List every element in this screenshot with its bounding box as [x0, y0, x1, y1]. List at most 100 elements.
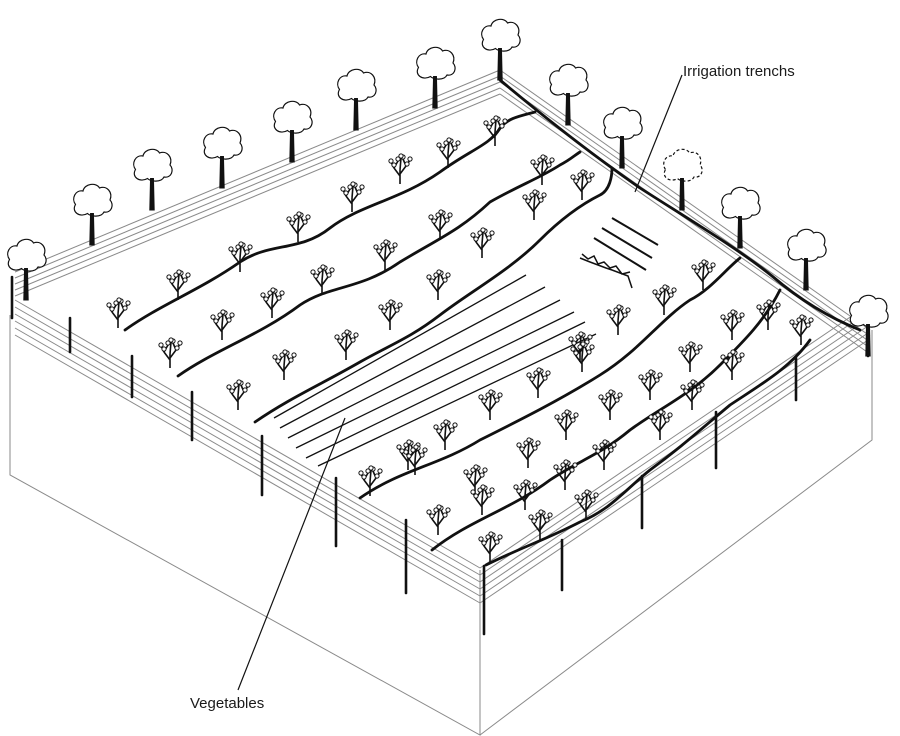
tree-crown — [603, 106, 643, 140]
shrub-fruit — [723, 318, 729, 324]
tree-crown — [549, 63, 589, 97]
shrub-fruit — [739, 312, 745, 318]
shrub-fruit — [616, 304, 622, 310]
shrub-fruit — [541, 192, 547, 198]
fence-wire — [14, 313, 481, 583]
shrub-fruit — [570, 417, 576, 423]
shrub-fruit — [220, 309, 226, 315]
shrub-fruit — [116, 297, 122, 303]
shrub-fruit — [378, 304, 384, 310]
fruit-shrub-icon — [403, 444, 428, 475]
shrub-fruit — [106, 302, 112, 308]
shrub-fruit — [683, 388, 689, 394]
shrub-fruit — [516, 488, 522, 494]
shrub-fruit — [542, 375, 548, 381]
fruit-shrub-icon — [652, 284, 677, 315]
fruit-shrub-icon — [158, 337, 183, 368]
shrub-fruit — [546, 162, 552, 168]
shrub-fruit — [523, 440, 529, 446]
small-plants-sketch — [579, 253, 633, 289]
shrub-fruit — [538, 509, 544, 515]
soil-block — [9, 315, 873, 736]
shrub-fruit — [486, 492, 492, 498]
fence-wire — [499, 81, 871, 343]
shrub-fruit — [395, 156, 401, 162]
tree-crown — [721, 186, 761, 220]
shrub-fruit — [470, 467, 476, 473]
shrub-fruit — [445, 272, 451, 278]
shrub-fruit — [613, 307, 619, 313]
shrub-fruit — [792, 323, 798, 329]
irrigation-trench — [123, 110, 537, 332]
shrub-fruit — [581, 492, 587, 498]
tree-crown — [73, 183, 113, 217]
shrub-fruit — [113, 300, 119, 306]
shrub-fruit — [493, 115, 499, 121]
shrub-fruit — [356, 189, 362, 195]
shrub-fruit — [483, 120, 489, 126]
fruit-shrub-icon — [720, 309, 745, 340]
irrigation-trench — [253, 166, 614, 424]
fence-wire — [499, 69, 871, 331]
shrub-fruit — [236, 379, 242, 385]
shrub-fruit — [529, 487, 535, 493]
shrub-fruit — [247, 244, 253, 250]
shrub-fruit — [267, 290, 273, 296]
fruit-shrub-icon — [592, 439, 617, 470]
shrub-fruit — [808, 317, 814, 323]
shrub-fruit — [403, 449, 409, 455]
tree-crown — [416, 46, 456, 80]
shrub-fruit — [668, 292, 674, 298]
shrub-fruit — [574, 494, 580, 500]
tree-trunk — [565, 93, 571, 126]
fruit-shrub-icon — [478, 531, 503, 562]
shrub-fruit — [359, 184, 365, 190]
shrub-fruit — [404, 161, 410, 167]
block-left-face — [9, 315, 481, 736]
irrigation-leader-line — [634, 74, 683, 193]
shrub-fruit — [270, 287, 276, 293]
shrub-fruit — [439, 146, 445, 152]
shrub-fruit — [429, 278, 435, 284]
tree-icon — [203, 126, 243, 189]
shrub-fruit — [497, 392, 503, 398]
shrub-fruit — [122, 305, 128, 311]
fence-wire — [14, 299, 481, 569]
vegetable-row — [593, 237, 647, 271]
shrub-fruit — [217, 312, 223, 318]
shrub-fruit — [690, 379, 696, 385]
shrub-fruit — [478, 394, 484, 400]
tree-icon — [73, 183, 113, 246]
vegetable-rows-small — [593, 217, 659, 271]
shrub-fruit — [608, 389, 614, 395]
fruit-shrub-icon — [638, 369, 663, 400]
shrub-fruit — [606, 309, 612, 315]
fruit-shrub-icon — [470, 227, 495, 258]
shrub-fruit — [463, 469, 469, 475]
shrub-fruit — [561, 412, 567, 418]
shrub-fruit — [244, 249, 250, 255]
shrub-fruit — [578, 331, 584, 337]
shrub-fruit — [406, 453, 412, 459]
tree-icon — [721, 186, 761, 249]
shrub-fruit — [614, 397, 620, 403]
shrub-fruit — [657, 372, 663, 378]
shrub-fruit — [720, 354, 726, 360]
tree-trunk — [803, 258, 809, 291]
tree-trunk — [679, 178, 685, 211]
shrub-fruit — [573, 178, 579, 184]
shrub-fruit — [320, 264, 326, 270]
shrub-fruit — [488, 389, 494, 395]
fence-wire — [14, 93, 501, 297]
tree-icon — [849, 294, 889, 357]
fruit-shrub-icon — [106, 297, 131, 328]
fruit-shrub-icon — [478, 389, 503, 420]
shrub-fruit — [340, 186, 346, 192]
shrub-fruit — [599, 442, 605, 448]
shrub-fruit — [531, 518, 537, 524]
shrub-fruit — [291, 352, 297, 358]
irrigation-trench — [358, 256, 742, 500]
shrub-fruit — [529, 192, 535, 198]
shrub-fruit — [397, 302, 403, 308]
shrub-fruit — [279, 352, 285, 358]
